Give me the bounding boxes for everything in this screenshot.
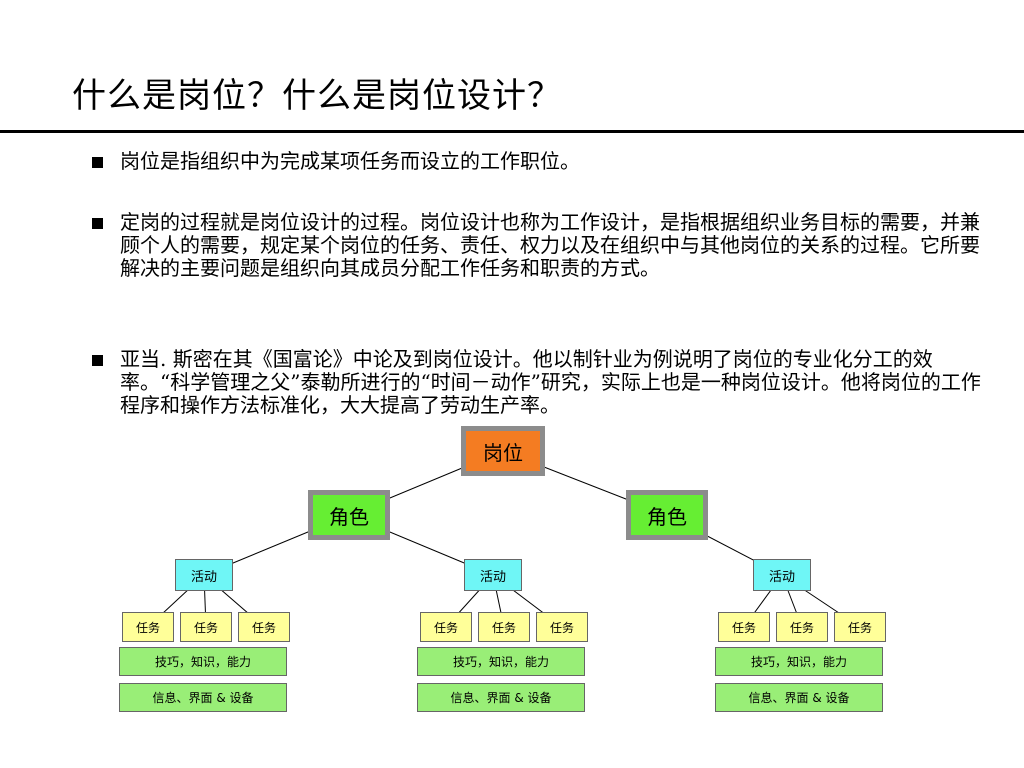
node-info-equipment: 信息、界面 & 设备 bbox=[119, 683, 287, 712]
bullet-square-icon bbox=[92, 157, 103, 168]
node-skills: 技巧，知识，能力 bbox=[715, 647, 883, 676]
slide-title: 什么是岗位？什么是岗位设计？ bbox=[72, 76, 562, 116]
node-activity-3: 活动 bbox=[753, 559, 811, 591]
node-skills: 技巧，知识，能力 bbox=[119, 647, 287, 676]
title-divider bbox=[0, 130, 1024, 133]
bullet-text-1: 岗位是指组织中为完成某项任务而设立的工作职位。 bbox=[120, 149, 580, 173]
node-task: 任务 bbox=[238, 612, 290, 642]
node-task: 任务 bbox=[420, 612, 472, 642]
bullet-text-3: 亚当. 斯密在其《国富论》中论及到岗位设计。他以制针业为例说明了岗位的专业化分工… bbox=[120, 347, 981, 417]
bullet-square-icon bbox=[92, 355, 103, 366]
bullet-item-2: 定岗的过程就是岗位设计的过程。岗位设计也称为工作设计，是指根据组织业务目标的需要… bbox=[92, 211, 980, 280]
node-task: 任务 bbox=[122, 612, 174, 642]
node-role-2: 角色 bbox=[626, 490, 708, 540]
node-task: 任务 bbox=[536, 612, 588, 642]
bullet-text-2: 定岗的过程就是岗位设计的过程。岗位设计也称为工作设计，是指根据组织业务目标的需要… bbox=[120, 210, 980, 280]
bullet-square-icon bbox=[92, 218, 103, 229]
node-post: 岗位 bbox=[461, 426, 545, 476]
bullet-item-1: 岗位是指组织中为完成某项任务而设立的工作职位。 bbox=[92, 150, 580, 173]
node-task: 任务 bbox=[776, 612, 828, 642]
node-role-1: 角色 bbox=[308, 490, 390, 540]
node-info-equipment: 信息、界面 & 设备 bbox=[417, 683, 585, 712]
node-task: 任务 bbox=[718, 612, 770, 642]
node-activity-1: 活动 bbox=[175, 559, 233, 591]
node-activity-2: 活动 bbox=[464, 559, 522, 591]
bullet-item-3: 亚当. 斯密在其《国富论》中论及到岗位设计。他以制针业为例说明了岗位的专业化分工… bbox=[92, 348, 1000, 417]
node-task: 任务 bbox=[180, 612, 232, 642]
node-info-equipment: 信息、界面 & 设备 bbox=[715, 683, 883, 712]
node-task: 任务 bbox=[478, 612, 530, 642]
node-skills: 技巧，知识，能力 bbox=[417, 647, 585, 676]
node-task: 任务 bbox=[834, 612, 886, 642]
